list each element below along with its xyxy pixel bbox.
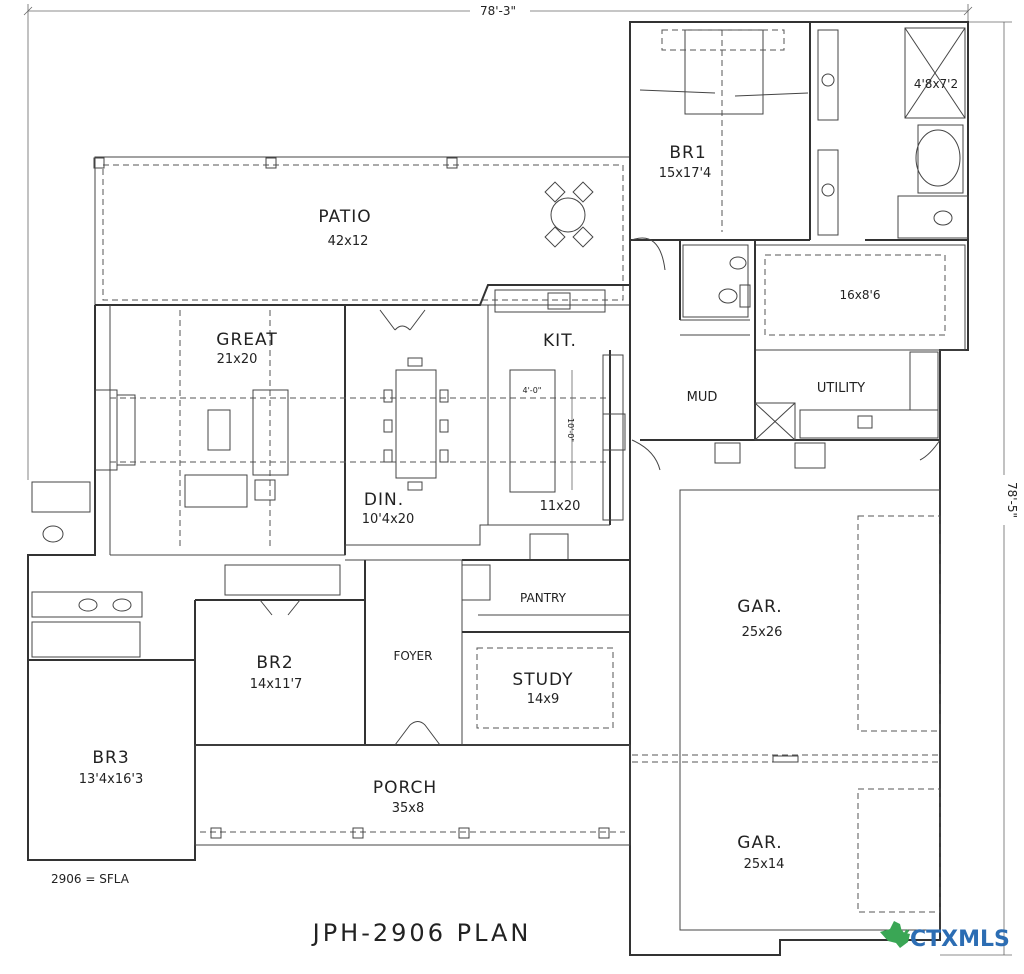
pantry-label: PANTRY [520, 591, 567, 605]
garage1-size: 25x26 [742, 625, 783, 640]
dining-table [383, 357, 449, 491]
study-area [476, 647, 614, 729]
overall-depth-label: 78'-5" [1005, 482, 1019, 518]
island-width-dim: 4'-0" [523, 386, 542, 395]
porch-area [194, 744, 631, 846]
garage-area [632, 489, 941, 931]
mud-label: MUD [687, 390, 718, 405]
kitchen-island [509, 369, 556, 493]
kitchen-size: 11x20 [540, 499, 581, 514]
plan-title: JPH-2906 PLAN [311, 919, 532, 947]
br2-label: BR2 [256, 653, 293, 673]
dining-label: DIN. [364, 490, 404, 510]
sfla-label: 2906 = SFLA [51, 872, 130, 886]
kitchen-label: KIT. [543, 331, 577, 351]
closet-and-bath [679, 240, 966, 351]
garage1-label: GAR. [737, 597, 782, 617]
texas-map-icon [880, 921, 910, 948]
foyer-label: FOYER [394, 649, 433, 663]
br3-bath [28, 481, 195, 661]
br1-size: 15x17'4 [659, 166, 712, 181]
porch-size: 35x8 [392, 801, 425, 816]
house-walls [27, 21, 969, 956]
overall-depth-dimension: 78'-5" [940, 21, 1019, 956]
patio-size: 42x12 [328, 234, 369, 249]
garage2-label: GAR. [737, 833, 782, 853]
closet-size: 16x8'6 [840, 288, 881, 302]
great-room-furniture [94, 310, 610, 550]
utility-label: UTILITY [817, 381, 865, 396]
great-size: 21x20 [217, 352, 258, 367]
patio-table [544, 181, 594, 248]
master-tub [915, 129, 961, 187]
patio-label: PATIO [318, 207, 371, 227]
br1-label: BR1 [669, 143, 706, 163]
study-label: STUDY [512, 670, 573, 690]
porch-label: PORCH [373, 778, 437, 798]
door-swings [259, 237, 941, 746]
mud-utility [640, 240, 940, 469]
garage2-size: 25x14 [744, 857, 785, 872]
bed [684, 29, 764, 115]
shower-size: 4'8x7'2 [914, 77, 958, 91]
overall-width-label: 78'-3" [480, 4, 516, 18]
ctxmls-logo: CTXMLS [880, 921, 1010, 952]
patio-area [93, 156, 631, 306]
logo-text: CTXMLS [910, 927, 1010, 952]
br3-label: BR3 [92, 748, 129, 768]
br2-foyer [194, 559, 462, 745]
overall-width-dimension: 78'-3" [23, 4, 973, 480]
great-label: GREAT [216, 330, 277, 350]
study-size: 14x9 [527, 692, 560, 707]
br2-size: 14x11'7 [250, 677, 303, 692]
master-shower [904, 27, 966, 119]
br3-size: 13'4x16'3 [79, 772, 143, 787]
master-suite [630, 22, 969, 241]
dining-size: 10'4x20 [362, 512, 415, 527]
island-length-dim: 10'-0" [566, 418, 575, 442]
pantry-area [461, 559, 630, 745]
